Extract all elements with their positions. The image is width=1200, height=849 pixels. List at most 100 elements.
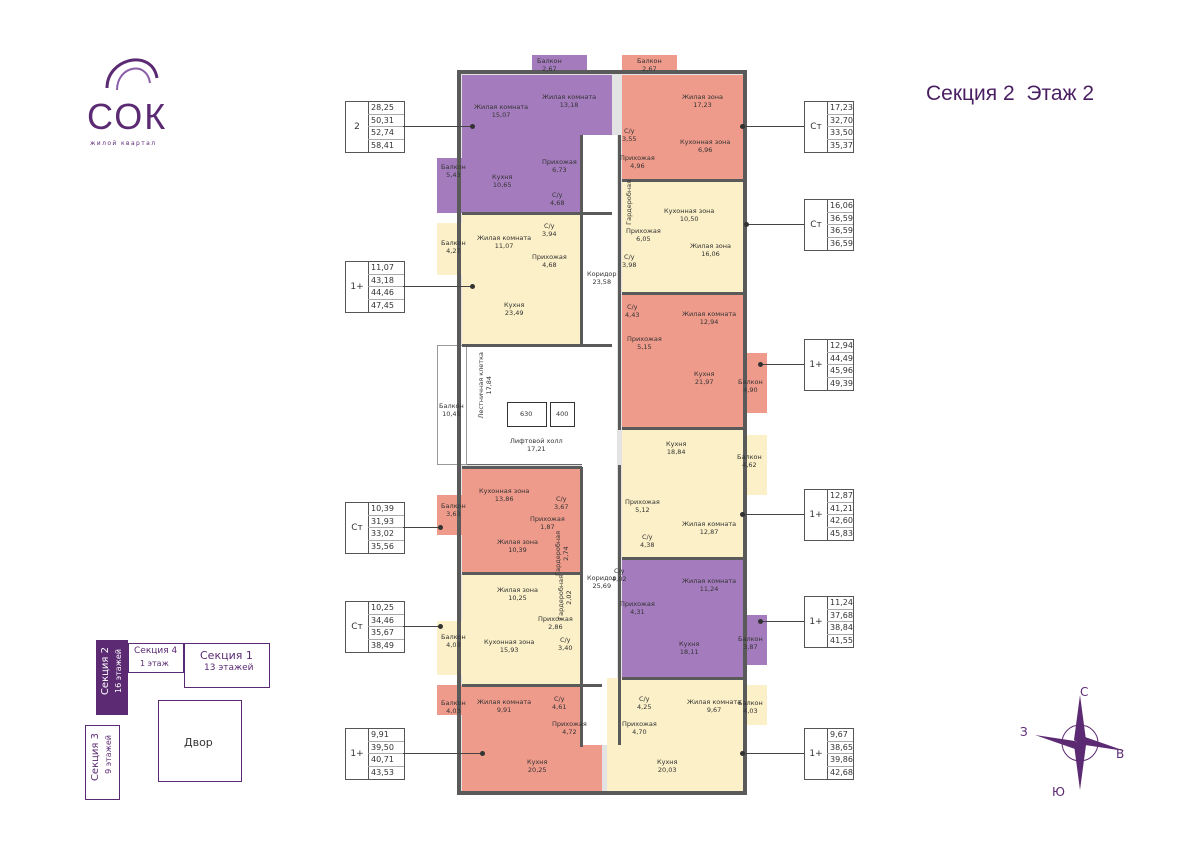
apartment-info-l3[interactable]: Ст 10,39 31,93 33,02 35,56 (345, 502, 405, 554)
apartment-info-r3[interactable]: 1+ 12,94 44,49 45,96 49,39 (804, 339, 854, 391)
area-value: 9,67 (827, 729, 853, 742)
apartment-info-l4[interactable]: Ст 10,25 34,46 35,67 38,49 (345, 601, 405, 653)
area-value: 17,23 (827, 102, 853, 115)
room-label: Прихожая 1,87 (530, 515, 565, 531)
room-label: Гардеробная 2,74 (554, 531, 570, 576)
apartment-r1[interactable] (622, 75, 747, 180)
room-label: Прихожая 4,68 (532, 253, 567, 269)
area-value: 36,59 (830, 239, 853, 249)
keymap-section2-label: Секция 2 (100, 647, 111, 696)
apartment-type: 1+ (346, 262, 369, 312)
apartment-type: Ст (346, 602, 369, 652)
area-value: 45,96 (827, 365, 853, 378)
apartment-type: 1+ (805, 490, 828, 540)
room-label: Балкон 5,43 (441, 163, 466, 179)
room-label: Гардеробная 2,02 (557, 575, 573, 620)
area-value: 38,65 (827, 742, 853, 754)
keymap-section1[interactable] (184, 643, 270, 688)
room-label: Кухня 10,65 (492, 173, 513, 189)
room-label: Балкон 4,03 (441, 633, 466, 649)
room-label: Лифтовой холл 17,21 (510, 437, 563, 453)
area-value: 43,53 (371, 768, 394, 778)
room-label: Жилая комната 12,94 (682, 310, 737, 326)
area-value: 42,60 (827, 515, 853, 528)
room-label: С/у 4,43 (625, 303, 640, 319)
area-value: 37,68 (827, 610, 853, 622)
apartment-r2[interactable] (622, 180, 747, 293)
room-label: Кухня 20,25 (527, 758, 548, 774)
apartment-r4[interactable] (622, 428, 747, 558)
area-value: 16,06 (827, 200, 853, 213)
room-label: Гардеробная (625, 180, 633, 225)
room-label: 630 (520, 410, 533, 418)
room-label: Кухонная зона 13,86 (479, 487, 530, 503)
room-label: Прихожая 6,73 (542, 158, 577, 174)
room-label: Прихожая 4,72 (552, 720, 587, 736)
site-keymap: Секция 2 16 этажей Секция 4 1 этаж Секци… (80, 635, 280, 805)
room-label: Балкон 2,67 (537, 57, 562, 73)
apartment-r3[interactable] (622, 293, 747, 428)
page-title: Секция 2 Этаж 2 (926, 82, 1095, 105)
room-label: Жилая комната 9,67 (687, 698, 742, 714)
room-label: С/у 4,25 (637, 695, 652, 711)
apartment-l3[interactable] (462, 467, 582, 573)
apartment-l5[interactable] (462, 685, 602, 793)
apartment-info-l2[interactable]: 1+ 11,07 43,18 44,46 47,45 (345, 261, 405, 313)
room-label: Прихожая 5,15 (627, 335, 662, 351)
room-label: С/у 3,94 (542, 222, 557, 238)
apartment-type: Ст (805, 200, 828, 250)
area-value: 33,50 (827, 127, 853, 140)
compass-rose-icon (1035, 695, 1125, 790)
area-value: 10,25 (368, 602, 404, 615)
apartment-type: 1+ (805, 597, 828, 647)
apartment-type: 1+ (805, 340, 828, 390)
keymap-section4-floors: 1 этаж (140, 659, 169, 668)
area-value: 44,46 (368, 287, 404, 300)
room-label: Кухонная зона 6,96 (680, 138, 731, 154)
keymap-section2[interactable] (96, 640, 128, 715)
area-value: 28,25 (368, 102, 404, 115)
area-value: 34,46 (368, 615, 404, 627)
room-label: Жилая комната 11,24 (682, 577, 737, 593)
compass-west: З (1020, 725, 1028, 739)
area-value: 49,39 (830, 379, 853, 389)
room-label: Прихожая 4,31 (620, 600, 655, 616)
room-label: С/у 3,55 (622, 127, 637, 143)
apartment-r5[interactable] (622, 558, 747, 678)
room-label: С/у 4,68 (550, 191, 565, 207)
apartment-type: 2 (346, 102, 369, 152)
apartment-info-r5[interactable]: 1+ 11,24 37,68 38,84 41,55 (804, 596, 854, 648)
room-label: Лестничная клетка 17,84 (477, 352, 493, 419)
logo: СОК жилой квартал (82, 48, 182, 148)
area-value: 58,41 (371, 141, 394, 151)
room-label: Коридор 25,69 (587, 574, 617, 590)
area-value: 12,94 (827, 340, 853, 353)
logo-arc-icon (105, 58, 159, 91)
apartment-info-l5[interactable]: 1+ 9,91 39,50 40,71 43,53 (345, 728, 405, 780)
room-label: Прихожая 6,05 (626, 227, 661, 243)
keymap-section3[interactable] (85, 725, 120, 800)
room-label: С/у 4,38 (640, 533, 655, 549)
room-label: Жилая комната 9,91 (477, 698, 532, 714)
apartment-l4[interactable] (462, 573, 592, 685)
room-label: Кухня 18,11 (679, 640, 700, 656)
area-value: 39,86 (827, 754, 853, 767)
keymap-section2-floors: 16 этажей (114, 649, 123, 694)
area-value: 47,45 (371, 301, 394, 311)
area-value: 36,59 (827, 225, 853, 238)
area-value: 9,91 (368, 729, 404, 742)
apartment-info-l1[interactable]: 2 28,25 50,31 52,74 58,41 (345, 101, 405, 153)
apartment-info-r1[interactable]: Ст 17,23 32,70 33,50 35,37 (804, 101, 854, 153)
room-label: Прихожая 4,70 (622, 720, 657, 736)
area-value: 38,49 (371, 641, 394, 651)
room-label: Жилая зона 16,06 (690, 242, 732, 258)
apartment-r6[interactable] (607, 678, 747, 793)
keymap-section4[interactable] (128, 643, 184, 673)
apartment-info-r6[interactable]: 1+ 9,67 38,65 39,86 42,68 (804, 728, 854, 780)
apartment-info-r4[interactable]: 1+ 12,87 41,21 42,60 45,83 (804, 489, 854, 541)
room-label: Балкон 4,27 (441, 239, 466, 255)
apartment-info-r2[interactable]: Ст 16,06 36,59 36,59 36,59 (804, 199, 854, 251)
room-label: Балкон 4,03 (441, 699, 466, 715)
room-label: Прихожая 2,86 (538, 615, 573, 631)
area-value: 10,39 (368, 503, 404, 516)
